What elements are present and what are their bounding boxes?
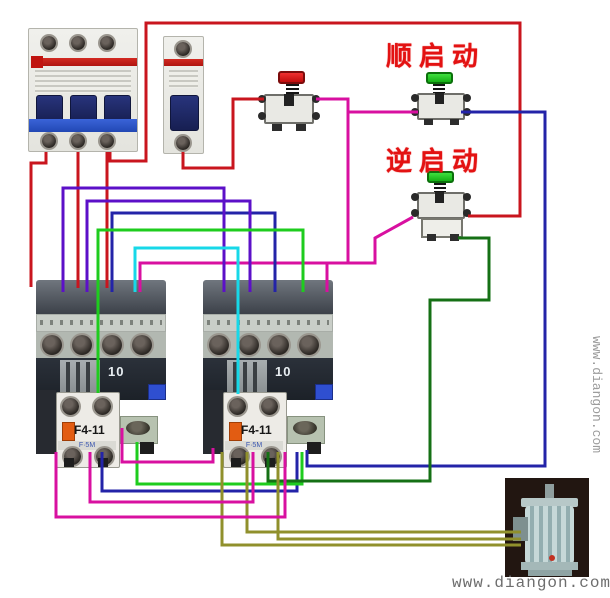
motor-photo-panel	[505, 478, 589, 577]
contactor-terminal-marks	[40, 320, 162, 325]
coil-terminal-screw	[293, 421, 317, 435]
brand-logo	[31, 56, 43, 68]
forward-button-spring	[433, 84, 445, 93]
contactor-side-mount	[36, 390, 56, 454]
forward-button-terminal	[411, 108, 419, 116]
motor-shaft	[545, 484, 554, 500]
motor-top-flange	[521, 498, 578, 507]
reverse-button-foot	[450, 234, 459, 241]
forward-button-terminal	[463, 94, 471, 102]
reverse-button-spring	[434, 183, 446, 192]
forward-button-stem	[435, 93, 444, 104]
motor-terminal-box	[513, 517, 528, 541]
coil-terminal-screw	[126, 421, 150, 435]
aux-foot	[98, 458, 108, 467]
forward-button-foot	[424, 119, 433, 125]
breaker-toggle-handle	[170, 95, 199, 131]
main-breaker-3pole	[28, 28, 138, 152]
contactor-terminal-screw	[299, 335, 319, 355]
contactor-terminal-screw	[72, 335, 92, 355]
breaker-terminal-screw	[176, 136, 190, 150]
motor-bottom-flange	[521, 562, 578, 570]
reverse-button-foot	[427, 234, 436, 241]
contactor-housing	[36, 280, 166, 314]
contactor-left: 10 F4-11 F·5M	[36, 270, 166, 468]
watermark-side: www.diangon.com	[589, 336, 604, 454]
breaker-terminal-screw	[42, 134, 56, 148]
contactor-side-mount	[203, 390, 223, 454]
breaker-terminal-screw	[42, 36, 56, 50]
aux-orange-marker	[62, 422, 75, 441]
stop-button-cap	[278, 71, 305, 84]
stop-button-terminal	[312, 112, 320, 120]
wire-magenta	[316, 97, 350, 263]
aux-terminal-screw	[62, 398, 79, 415]
stop-button-stem	[284, 94, 294, 106]
aux-foot	[265, 458, 275, 467]
contactor-terminal-screw	[239, 335, 259, 355]
contactor-terminal-screw	[269, 335, 289, 355]
breaker-label-band	[164, 59, 203, 66]
contactor-right: 10 F4-11 F·5M	[203, 270, 333, 468]
breaker-spec-text	[35, 70, 131, 93]
stop-button-terminal	[258, 95, 266, 103]
reverse-button-terminal	[463, 209, 471, 217]
forward-start-label: 顺启动	[386, 41, 486, 71]
aux-sub-label: F·5M	[58, 441, 116, 450]
breaker-toggle-handle	[36, 95, 63, 123]
aux-orange-marker	[229, 422, 242, 441]
stop-button-foot	[296, 124, 306, 131]
contactor-blue-chip	[315, 384, 333, 400]
aux-foot	[231, 458, 241, 467]
contactor-terminal-screw	[42, 335, 62, 355]
motor-body	[525, 506, 574, 564]
stop-button-terminal	[258, 112, 266, 120]
reverse-start-label: 逆启动	[386, 146, 486, 176]
contactor-rating: 10	[108, 364, 125, 379]
breaker-terminal-screw	[71, 36, 85, 50]
contactor-foot	[140, 442, 154, 454]
aux-foot	[64, 458, 74, 467]
aux-terminal-screw	[94, 398, 111, 415]
wire-red	[29, 152, 48, 287]
contactor-terminal-screw	[132, 335, 152, 355]
breaker-label-band	[43, 58, 137, 66]
forward-button-terminal	[411, 94, 419, 102]
breaker-terminal-screw	[100, 134, 114, 148]
contactor-blue-chip	[148, 384, 166, 400]
contactor-pole-slots	[233, 362, 261, 396]
contactor-pole-slots	[66, 362, 94, 396]
motor-red-dot	[549, 555, 555, 561]
reverse-button-terminal	[411, 193, 419, 201]
contactor-terminal-screw	[209, 335, 229, 355]
control-breaker-1pole	[163, 36, 204, 154]
stop-button-foot	[272, 124, 282, 131]
contactor-terminal-screw	[102, 335, 122, 355]
contactor-rating: 10	[275, 364, 292, 379]
aux-model-label: F4-11	[74, 423, 105, 437]
reverse-button-stem	[435, 192, 444, 203]
forward-button-foot	[450, 119, 459, 125]
breaker-terminal-screw	[176, 42, 190, 56]
aux-model-label: F4-11	[241, 423, 272, 437]
reverse-button-terminal	[463, 193, 471, 201]
watermark-bottom: www.diangon.com	[452, 574, 610, 592]
contactor-terminal-marks	[207, 320, 329, 325]
breaker-handle-bar	[29, 119, 137, 132]
stop-button-terminal	[312, 95, 320, 103]
breaker-terminal-screw	[71, 134, 85, 148]
forward-button-cap	[426, 72, 453, 84]
contactor-foot	[307, 442, 321, 454]
reverse-button-terminal	[411, 209, 419, 217]
breaker-terminal-screw	[100, 36, 114, 50]
aux-terminal-screw	[261, 398, 278, 415]
stop-button-spring	[286, 84, 299, 94]
forward-button-terminal	[463, 108, 471, 116]
motor-base	[528, 570, 572, 576]
breaker-toggle-handle	[70, 95, 97, 123]
breaker-spec-text	[169, 70, 198, 88]
aux-terminal-screw	[229, 398, 246, 415]
contactor-housing	[203, 280, 333, 314]
